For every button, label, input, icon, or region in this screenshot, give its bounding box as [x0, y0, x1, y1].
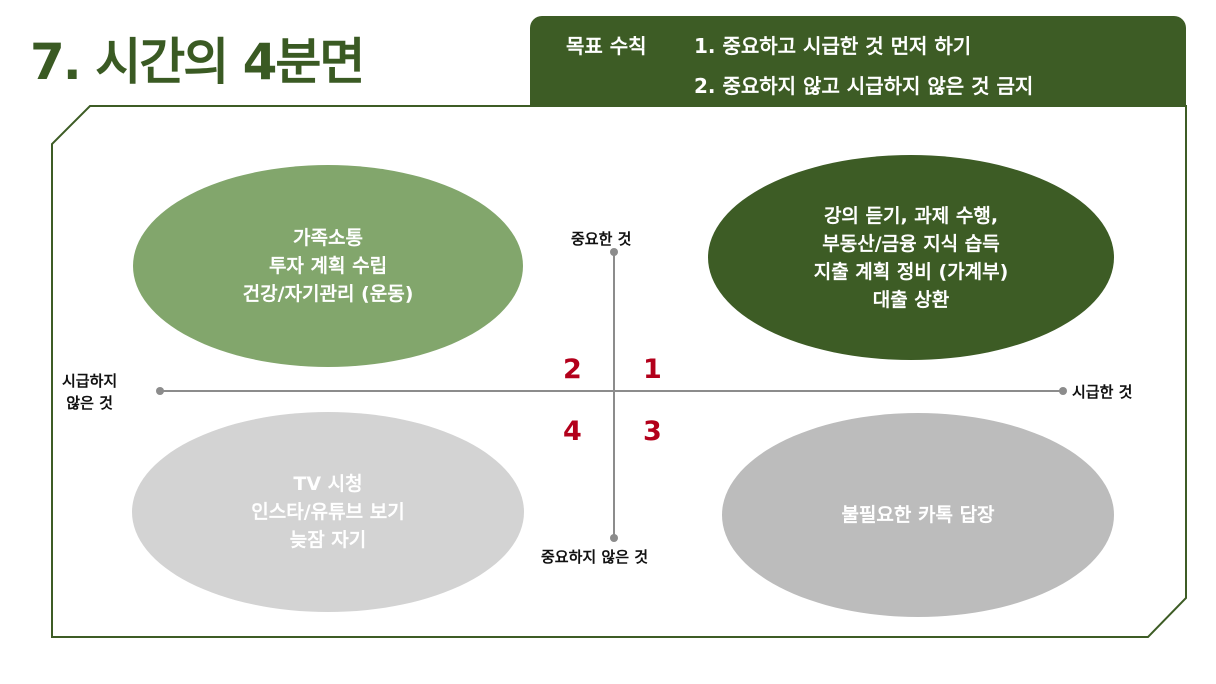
frame-border	[51, 105, 1187, 638]
axis-label-not-urgent-line2: 않은 것	[66, 394, 113, 412]
q2-item: 건강/자기관리 (운동)	[242, 283, 414, 305]
axis-bottom-dot	[610, 534, 618, 542]
q4-item: 늦잠 자기	[289, 529, 367, 551]
q1-item: 지출 계획 정비 (가계부)	[813, 260, 1009, 283]
rule-2: 2. 중요하지 않고 시급하지 않은 것 금지	[694, 74, 1034, 98]
q2-item: 투자 계획 수립	[268, 255, 388, 277]
q2-item: 가족소통	[293, 227, 363, 249]
rule-1: 1. 중요하고 시급한 것 먼저 하기	[694, 34, 972, 58]
q1-item: 부동산/금융 지식 습득	[822, 232, 1000, 255]
quadrant-number-3: 3	[643, 416, 662, 447]
quadrant-3-ellipse: 불필요한 카톡 답장	[722, 413, 1114, 617]
q1-item: 강의 듣기, 과제 수행,	[823, 204, 999, 227]
quadrant-number-2: 2	[563, 354, 582, 385]
q3-item: 불필요한 카톡 답장	[841, 504, 995, 526]
quadrant-number-4: 4	[563, 416, 582, 447]
rules-label: 목표 수칙	[566, 34, 647, 58]
quadrant-number-1: 1	[643, 354, 662, 385]
axis-label-important: 중요한 것	[571, 230, 632, 248]
axis-label-urgent: 시급한 것	[1072, 383, 1133, 401]
quadrant-1-ellipse: 강의 듣기, 과제 수행, 부동산/금융 지식 습득 지출 계획 정비 (가계부…	[708, 155, 1114, 360]
axis-right-dot	[1059, 387, 1067, 395]
page-title: 7. 시간의 4분면	[30, 33, 365, 91]
quadrant-2-ellipse: 가족소통 투자 계획 수립 건강/자기관리 (운동)	[133, 165, 523, 367]
q4-item: TV 시청	[293, 473, 363, 495]
axis-label-not-urgent-line1: 시급하지	[62, 372, 118, 390]
axis-label-not-urgent: 시급하지 않은 것	[62, 370, 117, 414]
axis-label-not-important: 중요하지 않은 것	[541, 548, 649, 566]
quadrant-4-ellipse: TV 시청 인스타/유튜브 보기 늦잠 자기	[132, 412, 524, 612]
q1-item: 대출 상환	[872, 288, 950, 311]
axis-left-dot	[156, 387, 164, 395]
axis-top-dot	[610, 248, 618, 256]
q4-item: 인스타/유튜브 보기	[251, 501, 405, 523]
goal-rules-banner: 목표 수칙 1. 중요하고 시급한 것 먼저 하기 2. 중요하지 않고 시급하…	[530, 16, 1186, 106]
